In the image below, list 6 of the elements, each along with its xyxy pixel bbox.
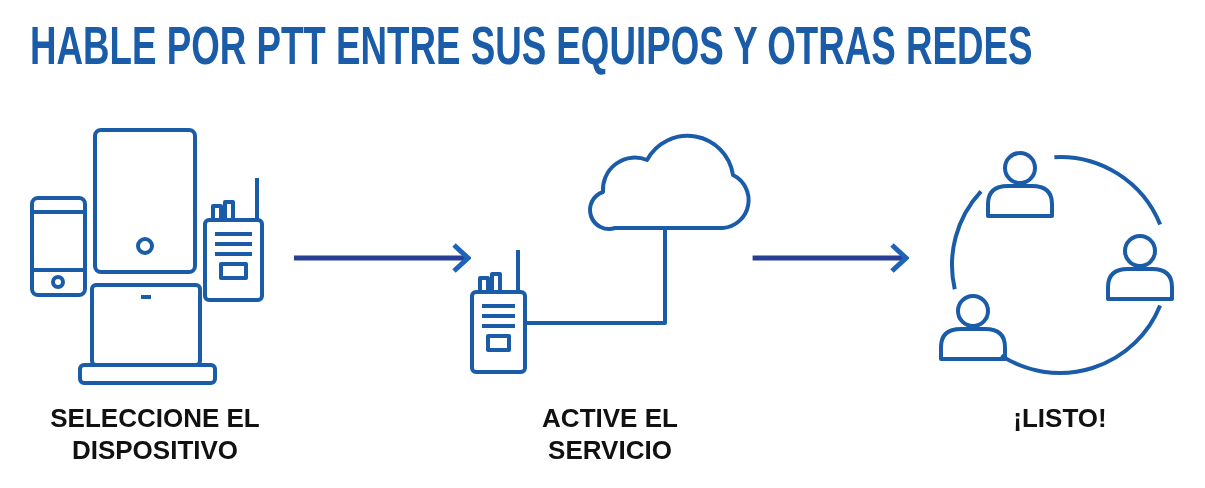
step-label: ACTIVE EL SERVICIO <box>541 402 679 466</box>
step-label: ¡LISTO! <box>1012 402 1108 434</box>
step-label: SELECCIONE EL DISPOSITIVO <box>49 402 261 466</box>
arrow <box>752 242 909 274</box>
title: HABLE POR PTT ENTRE SUS EQUIPOS Y OTRAS REDES <box>30 14 1033 76</box>
arrow <box>294 242 471 274</box>
